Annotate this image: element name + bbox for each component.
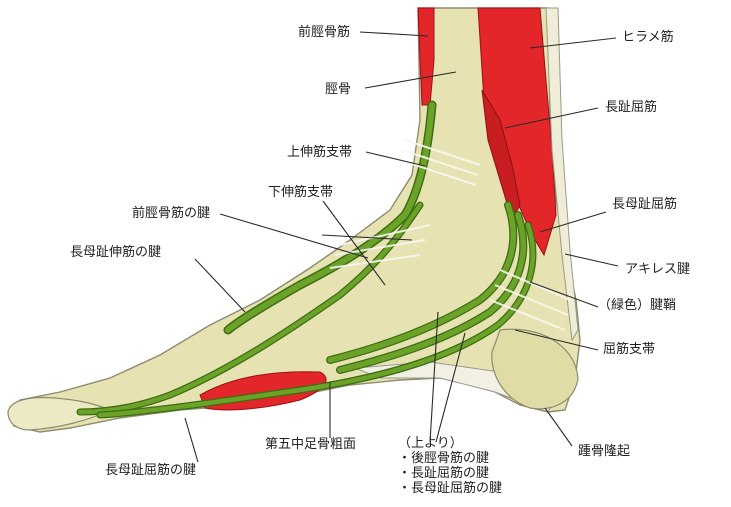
label-flexor-hallucis-longus-tendon: 長母趾屈筋の腱	[105, 463, 197, 478]
label-from-top-heading: （上より）	[398, 436, 463, 451]
label-inferior-extensor-retinaculum: 下伸筋支帯	[268, 185, 334, 200]
label-achilles-tendon: アキレス腱	[625, 262, 691, 277]
label-flexor-hallucis-longus: 長母趾屈筋	[612, 197, 678, 212]
label-superior-extensor-retinaculum: 上伸筋支帯	[287, 145, 353, 160]
leader-lines	[184, 31, 619, 463]
label-fdl-tendon: ・長趾屈筋の腱	[398, 466, 490, 481]
achilles-tendon-shape	[545, 7, 579, 342]
label-soleus: ヒラメ筋	[622, 30, 674, 45]
label-tibialis-anterior-tendon: 前脛骨筋の腱	[132, 206, 211, 221]
label-tibialis-anterior: 前脛骨筋	[298, 25, 351, 40]
label-tendon-sheath: （緑色）腱鞘	[598, 298, 677, 313]
label-posterior-tibial-tendon: ・後脛骨筋の腱	[398, 451, 490, 466]
label-group-from-top: （上より） ・後脛骨筋の腱 ・長趾屈筋の腱 ・長母趾屈筋の腱	[398, 436, 502, 496]
label-extensor-hallucis-longus-tendon: 長母趾伸筋の腱	[70, 245, 162, 260]
label-fifth-metatarsal-tuberosity: 第五中足骨粗面	[265, 437, 357, 452]
tendon-sheaths	[76, 100, 537, 419]
calcaneus	[491, 328, 579, 410]
label-flexor-digitorum-longus: 長趾屈筋	[605, 100, 658, 115]
label-calcaneal-tuberosity: 踵骨隆起	[578, 444, 631, 459]
label-tibia: 脛骨	[325, 82, 352, 97]
label-fhl-tendon: ・長母趾屈筋の腱	[398, 481, 503, 496]
label-flexor-retinaculum: 屈筋支帯	[603, 342, 656, 357]
